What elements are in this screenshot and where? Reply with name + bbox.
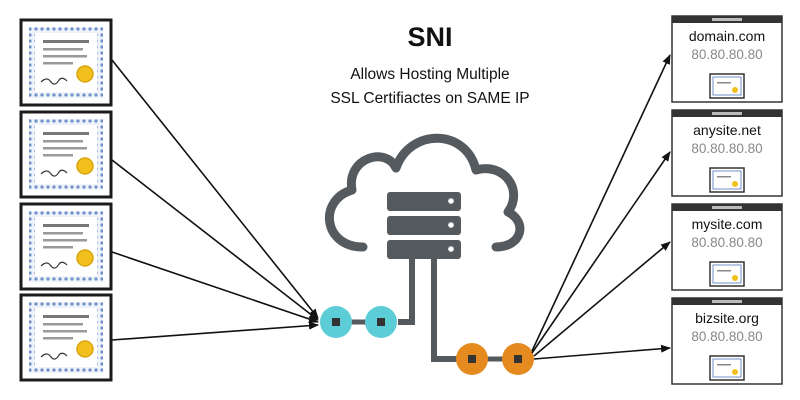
browser-window-icon [671, 15, 783, 103]
arrow-cert-1 [111, 59, 319, 319]
site-name: domain.com [688, 28, 766, 44]
arrow-cert-2 [111, 159, 319, 321]
site-name: anysite.net [693, 122, 761, 138]
subtitle-line-1: Allows Hosting Multiple [350, 66, 510, 83]
arrow-site-1 [531, 54, 671, 352]
site-name: mysite.com [691, 216, 763, 232]
browser-window-icon [671, 203, 783, 291]
cloud-icon [325, 133, 525, 252]
certificate-icon [19, 18, 113, 107]
site-ip: 80.80.80.80 [691, 329, 763, 344]
browser-window-icon [671, 109, 783, 197]
arrow-cert-4 [111, 321, 319, 341]
arrow-site-3 [533, 241, 671, 357]
arrow-site-2 [531, 151, 671, 354]
arrow-cert-3 [111, 251, 319, 323]
site-ip: 80.80.80.80 [691, 235, 763, 250]
browser-window-icon [671, 297, 783, 385]
port-connector-icon-in [320, 306, 397, 338]
certificate-icon [19, 202, 113, 291]
site-name: bizsite.org [695, 310, 759, 326]
diagram-title: SNI [407, 22, 453, 52]
cable-out [431, 259, 464, 362]
site-ip: 80.80.80.80 [691, 141, 763, 156]
subtitle-line-2: SSL Certifiactes on SAME IP [330, 90, 530, 107]
site-ip: 80.80.80.80 [691, 47, 763, 62]
arrow-site-4 [533, 344, 671, 360]
cable-in [398, 259, 415, 325]
port-connector-icon-out [456, 343, 534, 375]
certificate-icon [19, 293, 113, 382]
server-icon [387, 192, 461, 259]
certificate-icon [19, 110, 113, 199]
